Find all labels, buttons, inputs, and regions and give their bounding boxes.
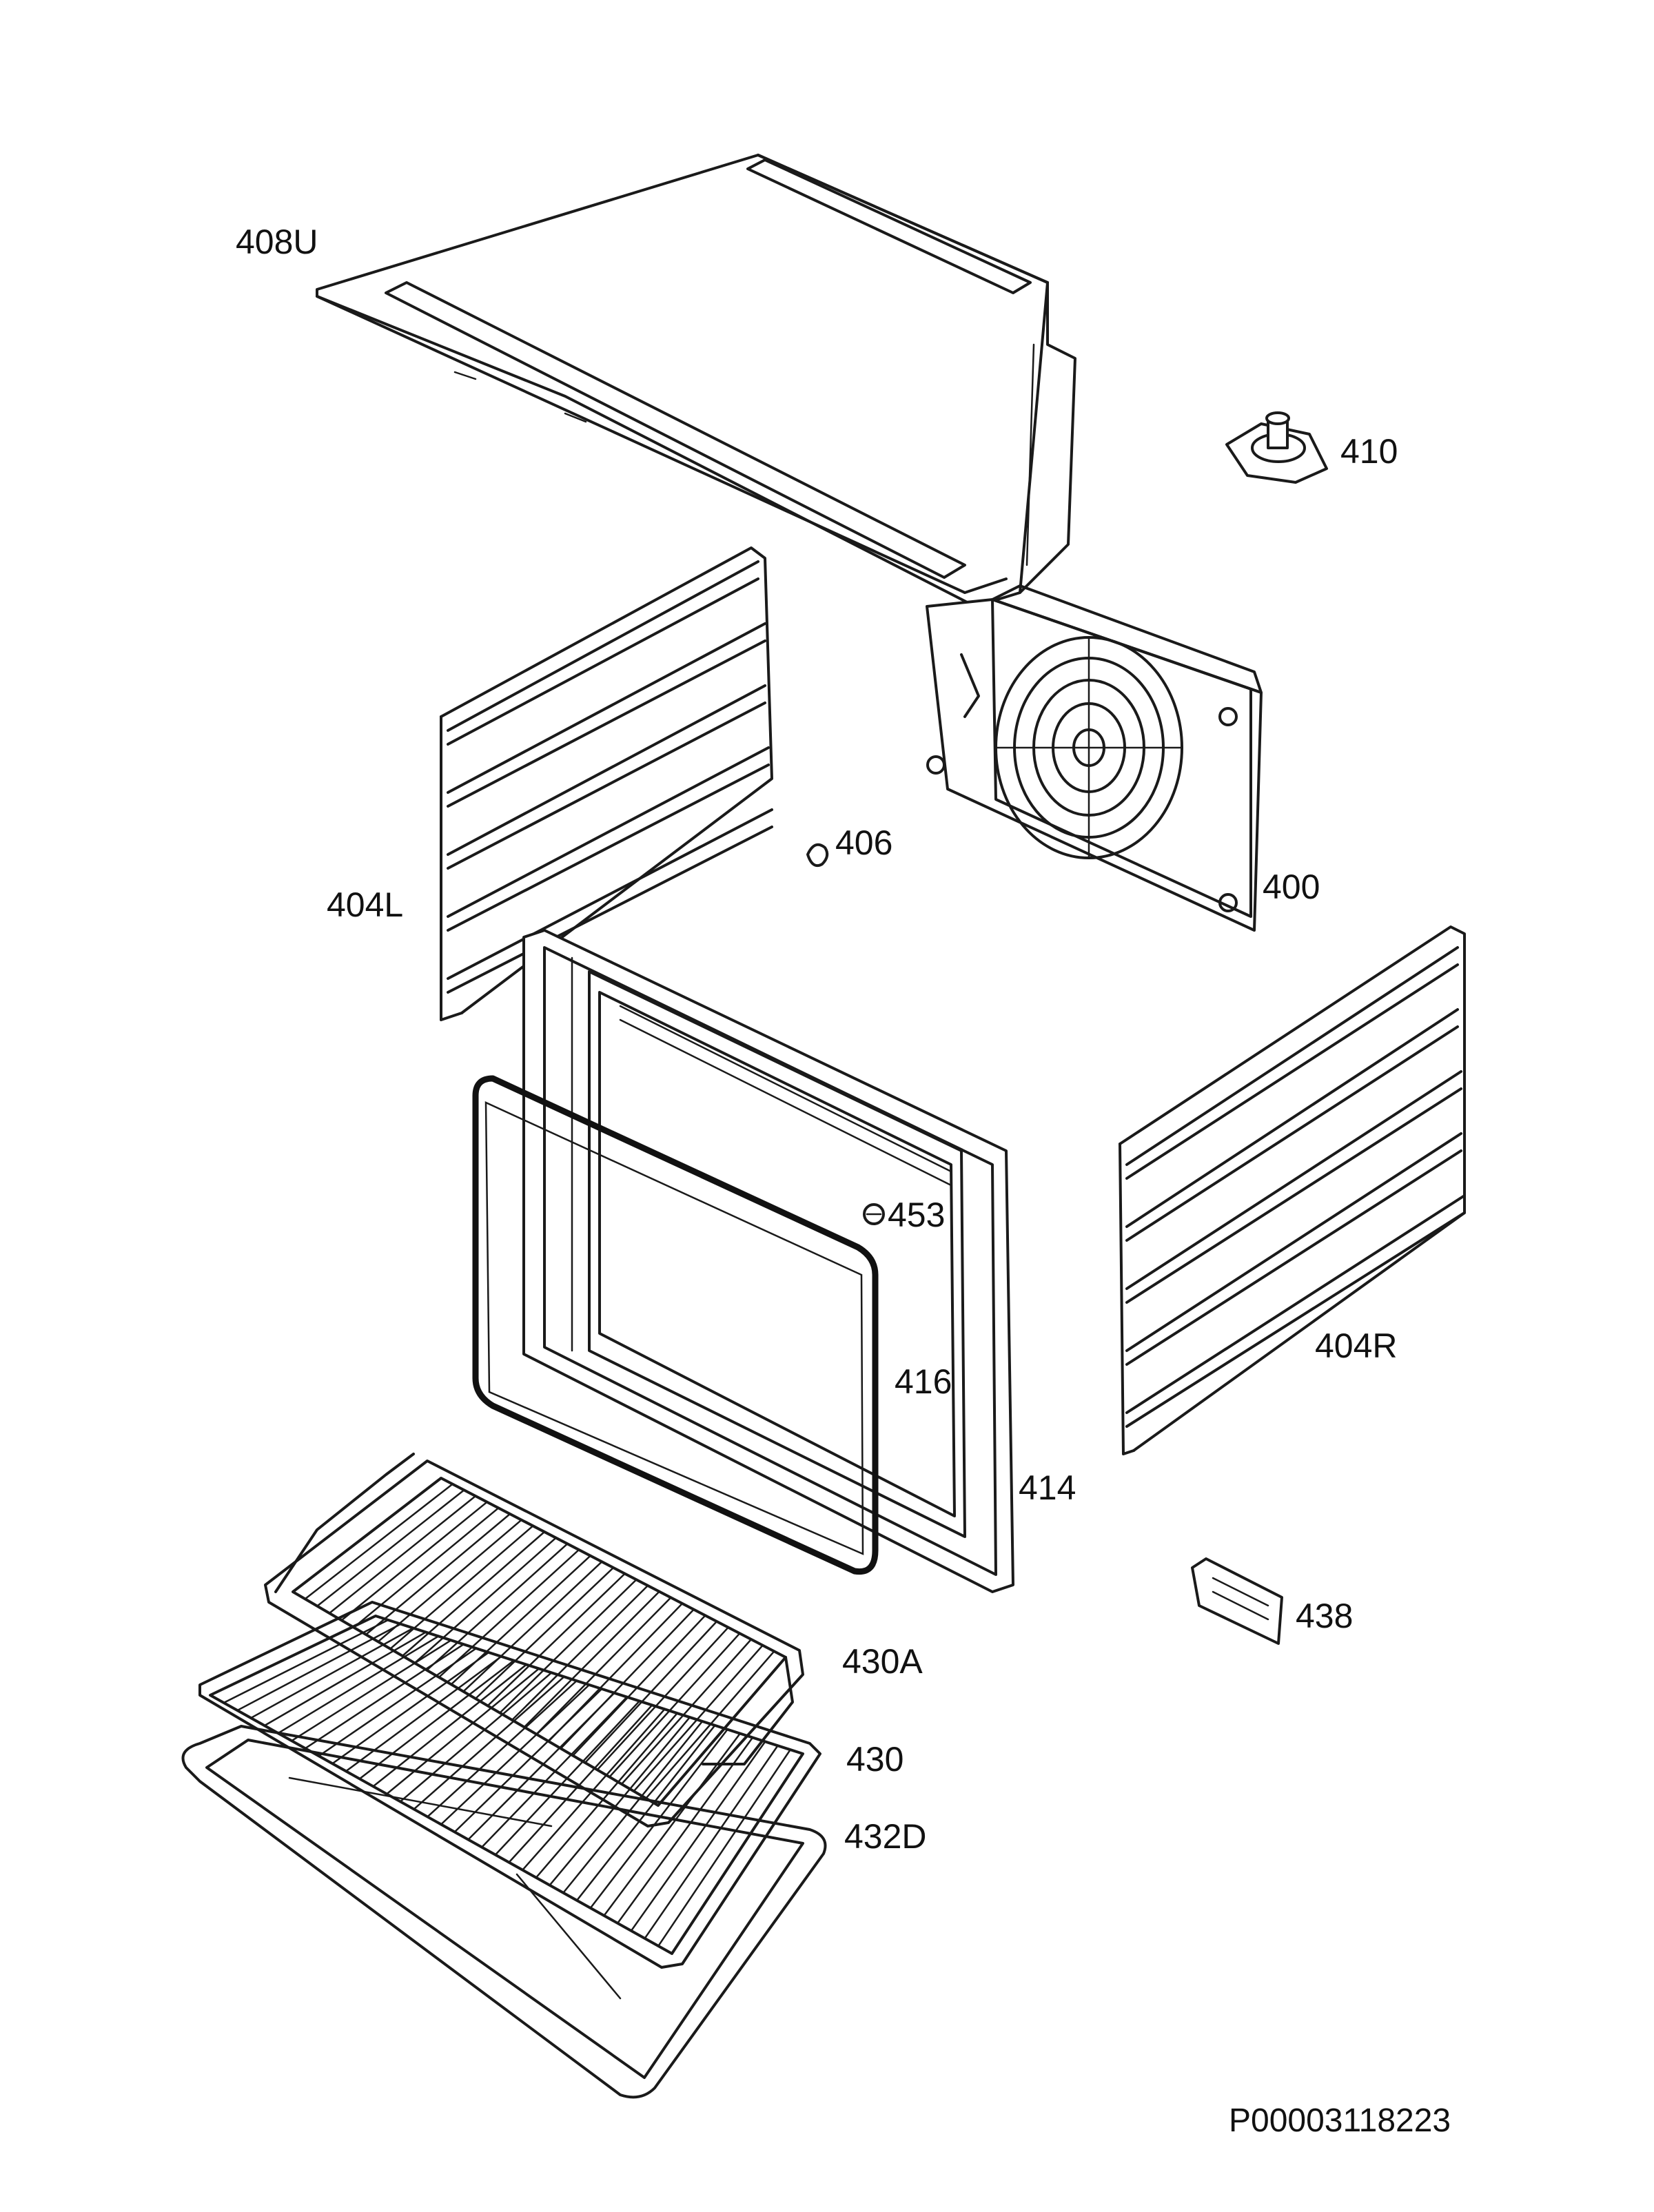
baking-rack-rod	[358, 1659, 515, 1780]
label-410: 410	[1340, 432, 1398, 471]
baking-rack-rod	[589, 1728, 728, 1909]
baking-rack-rod	[630, 1741, 766, 1932]
grid-shelf-rod	[487, 1573, 626, 1707]
part-414-door-frame	[522, 929, 1014, 1593]
part-430-baking-rack	[198, 1601, 821, 1969]
baking-rack-rod	[603, 1732, 742, 1917]
grid-shelf-rod	[304, 1483, 453, 1600]
part-438-bracket	[1191, 1557, 1283, 1645]
label-416: 416	[895, 1362, 952, 1401]
baking-rack-rod	[263, 1631, 427, 1727]
label-400: 400	[1263, 868, 1320, 906]
grid-shelf-rod	[511, 1584, 649, 1721]
part-408u-top-cover	[316, 154, 1076, 608]
grid-shelf-rod	[462, 1561, 603, 1692]
grid-shelf-rod	[377, 1519, 522, 1643]
grid-shelf-rod	[620, 1638, 753, 1785]
baking-rack-rod	[249, 1627, 414, 1719]
part-432d-drip-tray	[181, 1725, 827, 2099]
baking-rack-rod	[385, 1668, 540, 1795]
part-410-motor-bearing	[1225, 411, 1328, 484]
baking-rack-rod	[345, 1655, 502, 1772]
baking-rack-rod	[549, 1716, 691, 1886]
part-404l-left-shelf-support	[440, 546, 773, 1021]
baking-rack-rod	[304, 1643, 464, 1750]
grid-shelf-rod	[645, 1650, 775, 1799]
grid-shelf-rod	[316, 1489, 465, 1607]
grid-shelf-rod	[414, 1537, 557, 1664]
baking-rack-rod	[413, 1675, 565, 1810]
wire-grid-rods	[223, 1483, 792, 1947]
grid-shelf-rod	[572, 1615, 706, 1757]
grid-shelf-rod	[438, 1548, 580, 1679]
label-414: 414	[1019, 1468, 1076, 1507]
label-430: 430	[846, 1740, 904, 1779]
baking-rack-rod	[223, 1619, 389, 1704]
baking-rack-rod	[453, 1688, 603, 1833]
baking-rack-rod	[508, 1704, 653, 1863]
baking-rack-rod	[467, 1692, 615, 1841]
baking-rack-rod	[616, 1737, 754, 1925]
grid-shelf-rod	[596, 1626, 729, 1771]
grid-shelf-rod	[340, 1501, 488, 1621]
grid-shelf-rod	[353, 1507, 500, 1628]
baking-rack-rod	[318, 1647, 478, 1757]
part-404r-right-shelf-support	[1119, 925, 1466, 1455]
grid-shelf-rod	[584, 1620, 718, 1764]
label-453: 453	[888, 1196, 946, 1234]
part-416-door-seal	[472, 1075, 879, 1575]
baking-rack-rod	[644, 1744, 779, 1940]
baking-rack-rod	[535, 1712, 678, 1878]
baking-rack-rod	[494, 1700, 641, 1856]
label-406: 406	[835, 823, 893, 862]
baking-rack-rod	[575, 1724, 716, 1902]
baking-rack-rod	[521, 1708, 666, 1871]
drawing-reference-number: P00003118223	[1229, 2102, 1451, 2139]
grid-shelf-rod	[474, 1566, 615, 1700]
baking-rack-rod	[372, 1663, 528, 1788]
label-432d: 432D	[844, 1817, 927, 1856]
grid-shelf-rod	[499, 1579, 637, 1714]
grid-shelf-rod	[401, 1530, 546, 1657]
part-453-screw	[863, 1203, 885, 1225]
baking-rack-rod	[290, 1639, 452, 1742]
baking-rack-rod	[657, 1748, 792, 1947]
label-404l: 404L	[327, 885, 404, 924]
grid-shelf-rod	[426, 1543, 569, 1671]
grid-shelf-rod	[365, 1513, 511, 1636]
part-406-clip	[806, 843, 829, 868]
baking-rack-rod	[427, 1679, 578, 1818]
baking-rack-rod	[277, 1635, 440, 1734]
grid-shelf-rod	[535, 1597, 672, 1735]
grid-shelf-rod	[609, 1632, 741, 1778]
grid-shelf-rod	[328, 1495, 477, 1615]
baking-rack-rod	[399, 1672, 553, 1803]
part-400-rear-fan-panel	[926, 584, 1263, 932]
baking-rack-rod	[440, 1683, 591, 1825]
baking-rack-rod	[562, 1720, 704, 1894]
label-408u: 408U	[236, 223, 318, 261]
baking-rack-rod	[331, 1651, 490, 1765]
label-438: 438	[1296, 1597, 1354, 1635]
grid-shelf-rod	[523, 1590, 660, 1728]
grid-shelf-rod	[633, 1644, 764, 1792]
label-430a: 430A	[842, 1642, 923, 1681]
label-404r: 404R	[1315, 1327, 1398, 1365]
baking-rack-rod	[480, 1696, 628, 1848]
baking-rack-rod	[236, 1623, 402, 1712]
